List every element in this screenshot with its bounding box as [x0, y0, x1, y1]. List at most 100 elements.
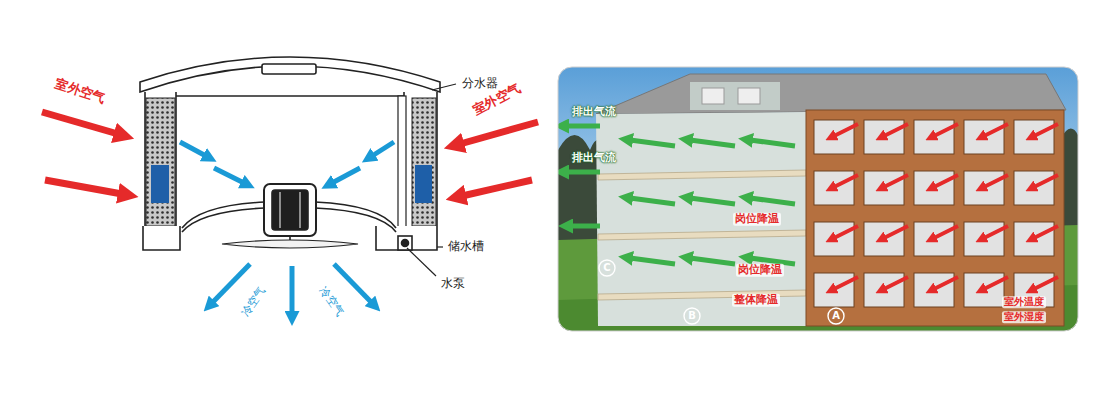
airflow-label: 排出气流: [570, 152, 618, 165]
building-picture: [964, 120, 1004, 154]
fan: [272, 190, 308, 230]
building-picture: [864, 222, 904, 256]
cooled-air-arrow: [334, 264, 372, 303]
callout-letter: A: [832, 310, 840, 322]
building-picture: [934, 124, 958, 136]
building-picture: [630, 258, 675, 264]
building-picture: [690, 198, 735, 204]
building-picture: [814, 273, 854, 307]
building-picture: [1014, 171, 1054, 205]
cooling-pad: [146, 96, 436, 236]
building-picture: [964, 273, 1004, 307]
fan: [222, 240, 358, 248]
zone-label: 岗位降温: [733, 213, 781, 226]
building-picture: [984, 175, 1008, 187]
building-picture: [864, 120, 904, 154]
building-picture: [599, 260, 615, 276]
building-picture: [598, 170, 806, 300]
picture-frame: [558, 67, 1078, 331]
fan: [280, 192, 281, 228]
building-picture: [598, 230, 806, 240]
outdoor-air-arrow: [45, 180, 122, 194]
cooling-pad: [151, 165, 169, 203]
part-label: 水泵: [441, 277, 465, 291]
building-picture: [914, 171, 954, 205]
building-picture: [750, 198, 795, 204]
building-picture: [1034, 226, 1058, 238]
cooling-pad: [415, 165, 432, 203]
building-picture: [834, 175, 858, 187]
building-picture: [1014, 222, 1054, 256]
building-picture: [914, 120, 954, 154]
leader-line: [407, 248, 436, 276]
building-picture: [1014, 120, 1054, 154]
cooled-air-arrow: [372, 142, 394, 156]
building-picture: [566, 126, 795, 264]
callout-letter: C: [603, 262, 610, 274]
cooling-pad: [398, 96, 406, 236]
outdoor-label: 室外温度: [1002, 296, 1046, 308]
building-picture: [884, 277, 908, 289]
fan: [264, 184, 316, 236]
building-picture: [814, 222, 854, 256]
building-picture: [750, 140, 795, 146]
water-tray: [402, 240, 409, 247]
building-picture: [884, 175, 908, 187]
building-picture: [964, 171, 1004, 205]
building-picture: [630, 198, 675, 204]
air-label: 冷空气: [239, 285, 268, 319]
cooler-housing: [176, 95, 404, 97]
building-picture: [570, 224, 600, 229]
cooled-air-arrow: [214, 168, 244, 183]
building-picture: [1034, 175, 1058, 187]
building-picture: [598, 170, 806, 180]
building-picture: [566, 170, 600, 175]
building-picture: [934, 175, 958, 187]
callout-letter: B: [688, 310, 696, 322]
building-picture: [1034, 124, 1058, 136]
outdoor-air-arrow: [42, 112, 538, 196]
outdoor-air-arrow: [42, 112, 118, 134]
water-tray: [376, 226, 437, 250]
building-picture: [864, 171, 904, 205]
building-picture: [814, 120, 854, 154]
leader-line: [437, 246, 443, 247]
building-picture: [596, 74, 1066, 114]
outdoor-air-arrow: [462, 180, 532, 196]
building-picture: [684, 308, 700, 324]
building-picture: [884, 124, 908, 136]
water-tray: [143, 226, 180, 250]
building-picture: [864, 273, 904, 307]
building-picture: [690, 258, 735, 264]
building-picture: [690, 82, 780, 110]
building-picture: [558, 67, 1078, 331]
building-picture: [834, 124, 858, 136]
part-label: 分水器: [462, 77, 498, 91]
building-picture: [814, 120, 1054, 307]
outdoor-air-arrow: [460, 122, 538, 144]
cooled-air-arrow: [212, 264, 250, 303]
building-picture: [566, 124, 600, 129]
building-picture: [630, 140, 675, 146]
building-picture: [690, 140, 735, 146]
building-picture: [884, 226, 908, 238]
part-label: 储水槽: [448, 240, 484, 254]
building-picture: [984, 277, 1008, 289]
leader-line: [432, 84, 456, 90]
building-picture: [738, 88, 760, 104]
building-picture: [984, 226, 1008, 238]
building-picture: [934, 226, 958, 238]
air-label: 冷空气: [316, 285, 345, 319]
cooler-housing: [262, 64, 316, 74]
water-tray: [398, 236, 412, 250]
fan: [300, 192, 301, 228]
building-picture: [914, 273, 954, 307]
cooled-air-arrow: [290, 266, 295, 314]
outdoor-label: 室外湿度: [1002, 311, 1046, 323]
cooling-pad: [146, 98, 175, 226]
building-picture: [934, 277, 958, 289]
building-picture: [806, 110, 1064, 326]
cooled-air-arrow: [180, 142, 206, 156]
